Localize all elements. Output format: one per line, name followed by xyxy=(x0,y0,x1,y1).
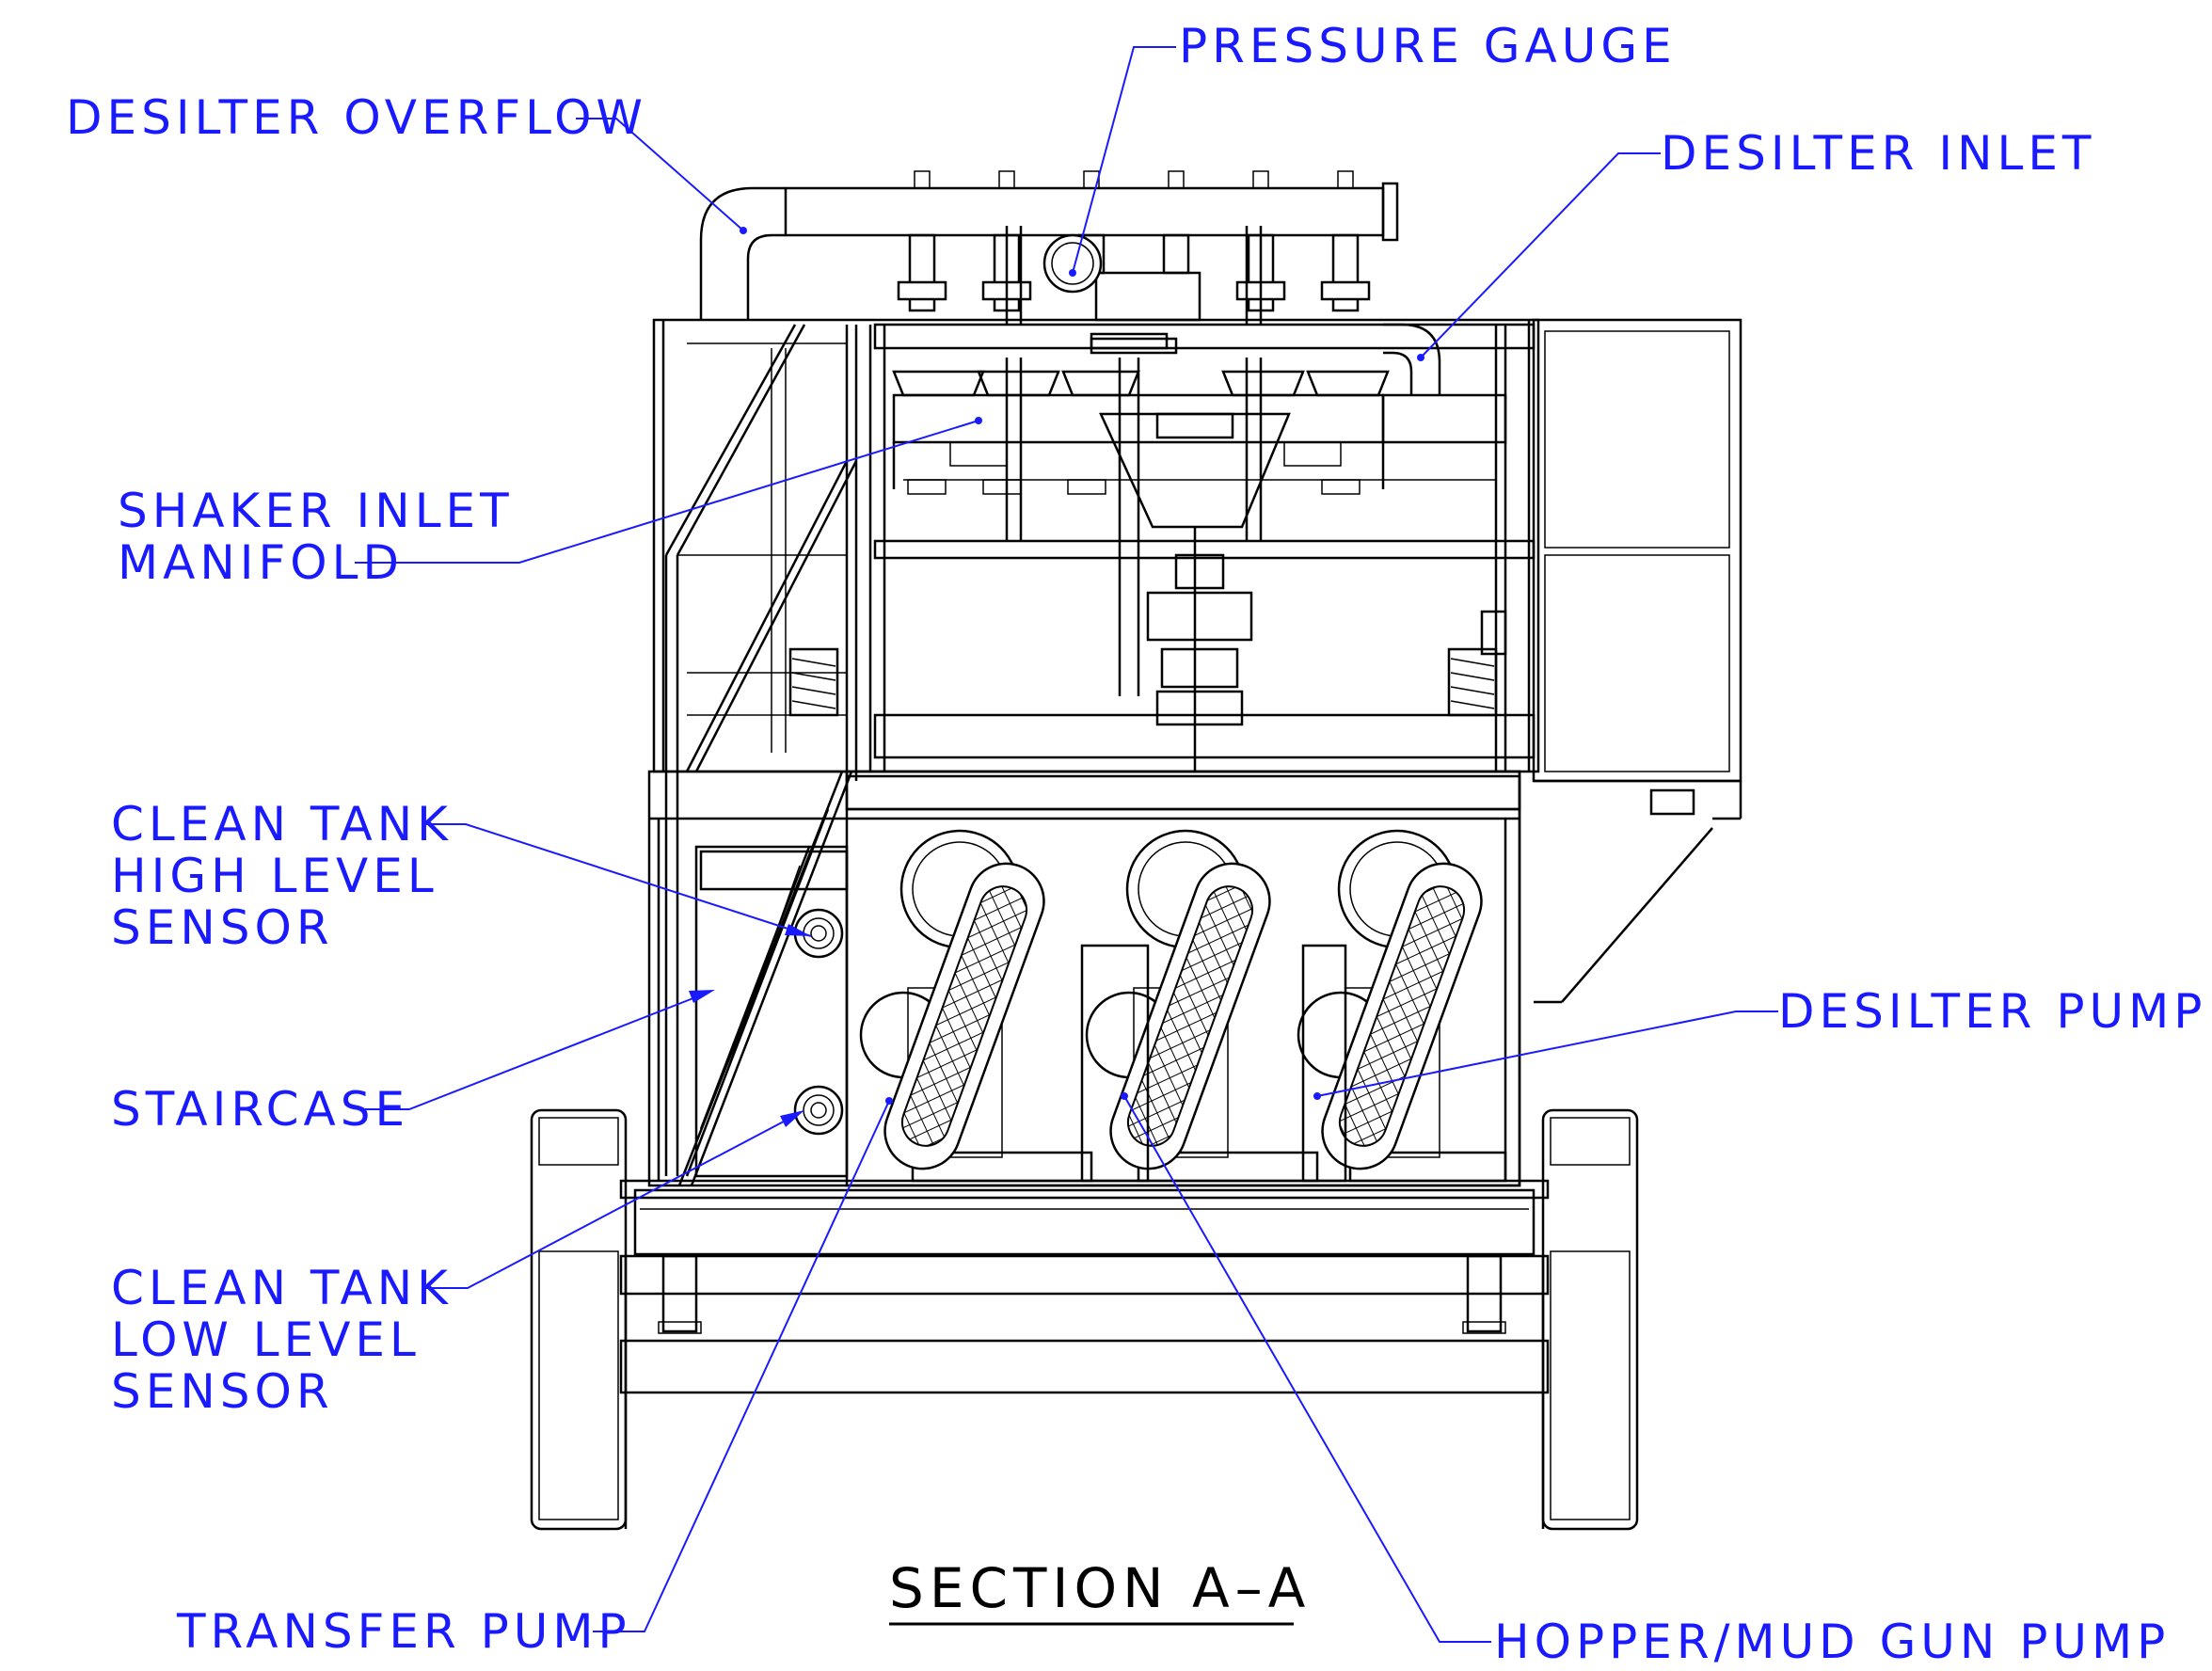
hydrocyclone-valves xyxy=(897,170,1371,312)
label-pressure-gauge: PRESSURE GAUGE xyxy=(1179,19,1677,73)
staircase xyxy=(664,324,858,1186)
left-wheel xyxy=(530,1108,628,1531)
callout-labels: PRESSURE GAUGE DESILTER OVERFLOW DESILTE… xyxy=(66,19,2206,1669)
side-cabinet xyxy=(1532,318,1743,1004)
skid-base xyxy=(619,1179,1550,1256)
label-clean-tank-low-3: SENSOR xyxy=(111,1364,334,1419)
shaker-springs xyxy=(788,610,1507,717)
label-shaker-inlet-manifold-1: SHAKER INLET xyxy=(118,484,514,538)
label-hopper-mud-gun-pump: HOPPER/MUD GUN PUMP xyxy=(1494,1615,2170,1669)
pressure-gauge-dial xyxy=(1042,233,1103,294)
label-clean-tank-high-1: CLEAN TANK xyxy=(111,797,453,851)
axle-frame xyxy=(619,1254,1550,1529)
shaker-manifold xyxy=(892,358,1507,541)
section-title: SECTION A–A xyxy=(889,1556,1311,1626)
label-desilter-pump: DESILTER PUMP xyxy=(1778,984,2206,1039)
shaker-hopper xyxy=(1090,332,1291,772)
label-clean-tank-high-3: SENSOR xyxy=(111,900,334,955)
section-title-text: SECTION A–A xyxy=(889,1556,1311,1620)
equipment-linework xyxy=(530,170,1743,1531)
sensors xyxy=(699,850,849,1136)
upper-frame xyxy=(652,318,1540,811)
label-transfer-pump: TRANSFER PUMP xyxy=(176,1604,631,1659)
hopper-pump-body xyxy=(1085,829,1319,1183)
label-desilter-overflow: DESILTER OVERFLOW xyxy=(66,90,647,145)
label-clean-tank-high-2: HIGH LEVEL xyxy=(111,849,438,903)
transfer-pump-body xyxy=(859,829,1093,1183)
label-clean-tank-low-2: LOW LEVEL xyxy=(111,1313,421,1367)
desilter-piping xyxy=(699,170,1441,395)
label-staircase: STAIRCASE xyxy=(111,1082,409,1137)
label-clean-tank-low-1: CLEAN TANK xyxy=(111,1261,453,1315)
desilter-pump-body xyxy=(1297,829,1507,1183)
label-desilter-inlet: DESILTER INLET xyxy=(1661,126,2095,181)
label-shaker-inlet-manifold-2: MANIFOLD xyxy=(118,535,404,590)
leader-lines xyxy=(355,46,1778,1643)
right-wheel xyxy=(1541,1108,1639,1531)
